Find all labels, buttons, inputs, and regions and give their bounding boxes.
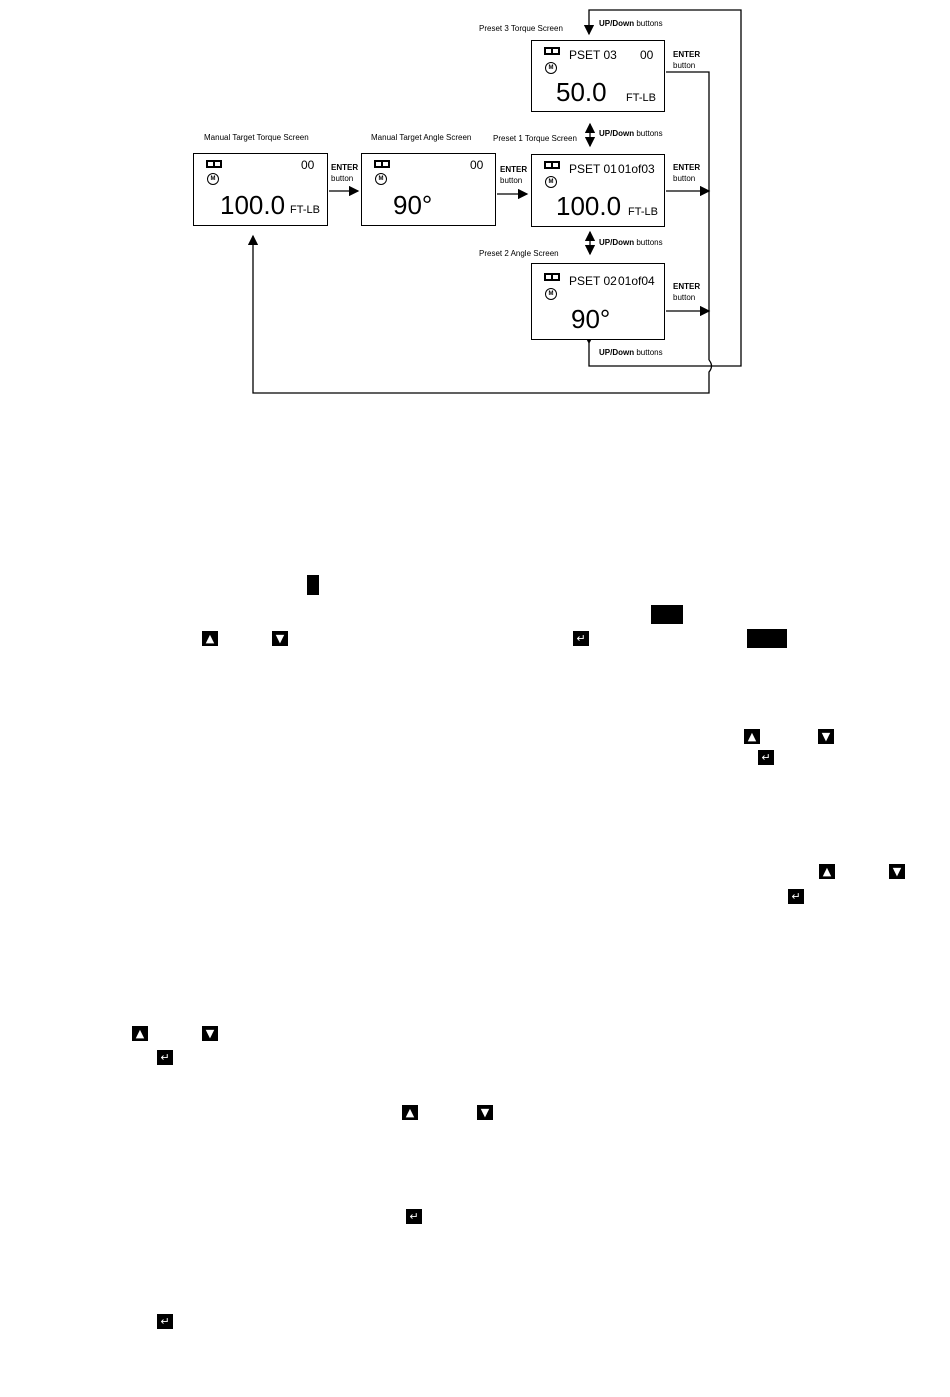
preset-count: 01of03 — [618, 162, 655, 176]
battery-icon — [544, 273, 560, 281]
highlight-block — [651, 605, 683, 624]
preset-count: 01of04 — [618, 274, 655, 288]
cursor-block — [307, 575, 319, 595]
battery-icon — [544, 161, 560, 169]
preset1-caption: Preset 1 Torque Screen — [493, 134, 577, 143]
down-arrow-button-icon: ▼ — [818, 729, 834, 744]
battery-icon — [374, 160, 390, 168]
down-arrow-button-icon: ▼ — [202, 1026, 218, 1041]
unit-label: FT-LB — [626, 92, 656, 104]
angle-value: 90° — [393, 190, 433, 220]
screen-counter: 00 — [470, 158, 484, 172]
manual-angle-screen: M 00 90° — [361, 153, 496, 226]
down-arrow-button-icon: ▼ — [889, 864, 905, 879]
torque-value: 50.0 — [556, 77, 607, 107]
preset3-caption: Preset 3 Torque Screen — [479, 24, 563, 33]
updown-label: UP/Down buttons — [599, 238, 663, 247]
down-arrow-button-icon: ▼ — [477, 1105, 493, 1120]
manual-mode-icon: M — [545, 62, 557, 74]
manual-mode-icon: M — [545, 288, 557, 300]
battery-icon — [544, 47, 560, 55]
preset3-enter-path — [666, 71, 710, 360]
enter-return-icon: ↵ — [157, 1050, 173, 1065]
updown-loop — [583, 9, 742, 367]
updown-label: UP/Down buttons — [599, 348, 663, 357]
preset-title: PSET 03 — [569, 48, 617, 62]
up-arrow-button-icon: ▲ — [202, 631, 218, 646]
up-arrow-button-icon: ▲ — [819, 864, 835, 879]
up-arrow-button-icon: ▲ — [744, 729, 760, 744]
battery-icon — [206, 160, 222, 168]
preset2-caption: Preset 2 Angle Screen — [479, 249, 559, 258]
unit-label: FT-LB — [628, 206, 658, 218]
updown-label: UP/Down buttons — [599, 19, 663, 28]
manual-mode-icon: M — [545, 176, 557, 188]
enter-return-icon: ↵ — [788, 889, 804, 904]
flow-connectors — [247, 9, 742, 394]
preset2-screen: M PSET 02 01of04 90° — [531, 263, 665, 340]
preset-title: PSET 02 — [569, 274, 617, 288]
preset-count: 00 — [640, 48, 654, 62]
enter-return-icon: ↵ — [758, 750, 774, 765]
enter-return-icon: ↵ — [406, 1209, 422, 1224]
manual-angle-caption: Manual Target Angle Screen — [371, 133, 472, 142]
manual-torque-caption: Manual Target Torque Screen — [204, 133, 309, 142]
screen-counter: 00 — [301, 158, 315, 172]
preset-title: PSET 01 — [569, 162, 617, 176]
updown-label: UP/Down buttons — [599, 129, 663, 138]
torque-value: 100.0 — [220, 190, 286, 220]
manual-torque-screen: M 00 100.0 FT-LB — [193, 153, 328, 226]
down-arrow-button-icon: ▼ — [272, 631, 288, 646]
enter-return-icon: ↵ — [157, 1314, 173, 1329]
return-path — [247, 234, 713, 394]
manual-mode-icon: M — [375, 173, 387, 185]
preset1-screen: M PSET 01 01of03 100.0 FT-LB — [531, 154, 665, 227]
highlight-block — [747, 629, 787, 648]
up-arrow-button-icon: ▲ — [132, 1026, 148, 1041]
unit-label: FT-LB — [290, 204, 320, 216]
up-arrow-button-icon: ▲ — [402, 1105, 418, 1120]
preset3-screen: M PSET 03 00 50.0 FT-LB — [531, 40, 665, 112]
torque-value: 100.0 — [556, 191, 622, 221]
angle-value: 90° — [571, 304, 611, 334]
enter-return-icon: ↵ — [573, 631, 589, 646]
manual-mode-icon: M — [207, 173, 219, 185]
